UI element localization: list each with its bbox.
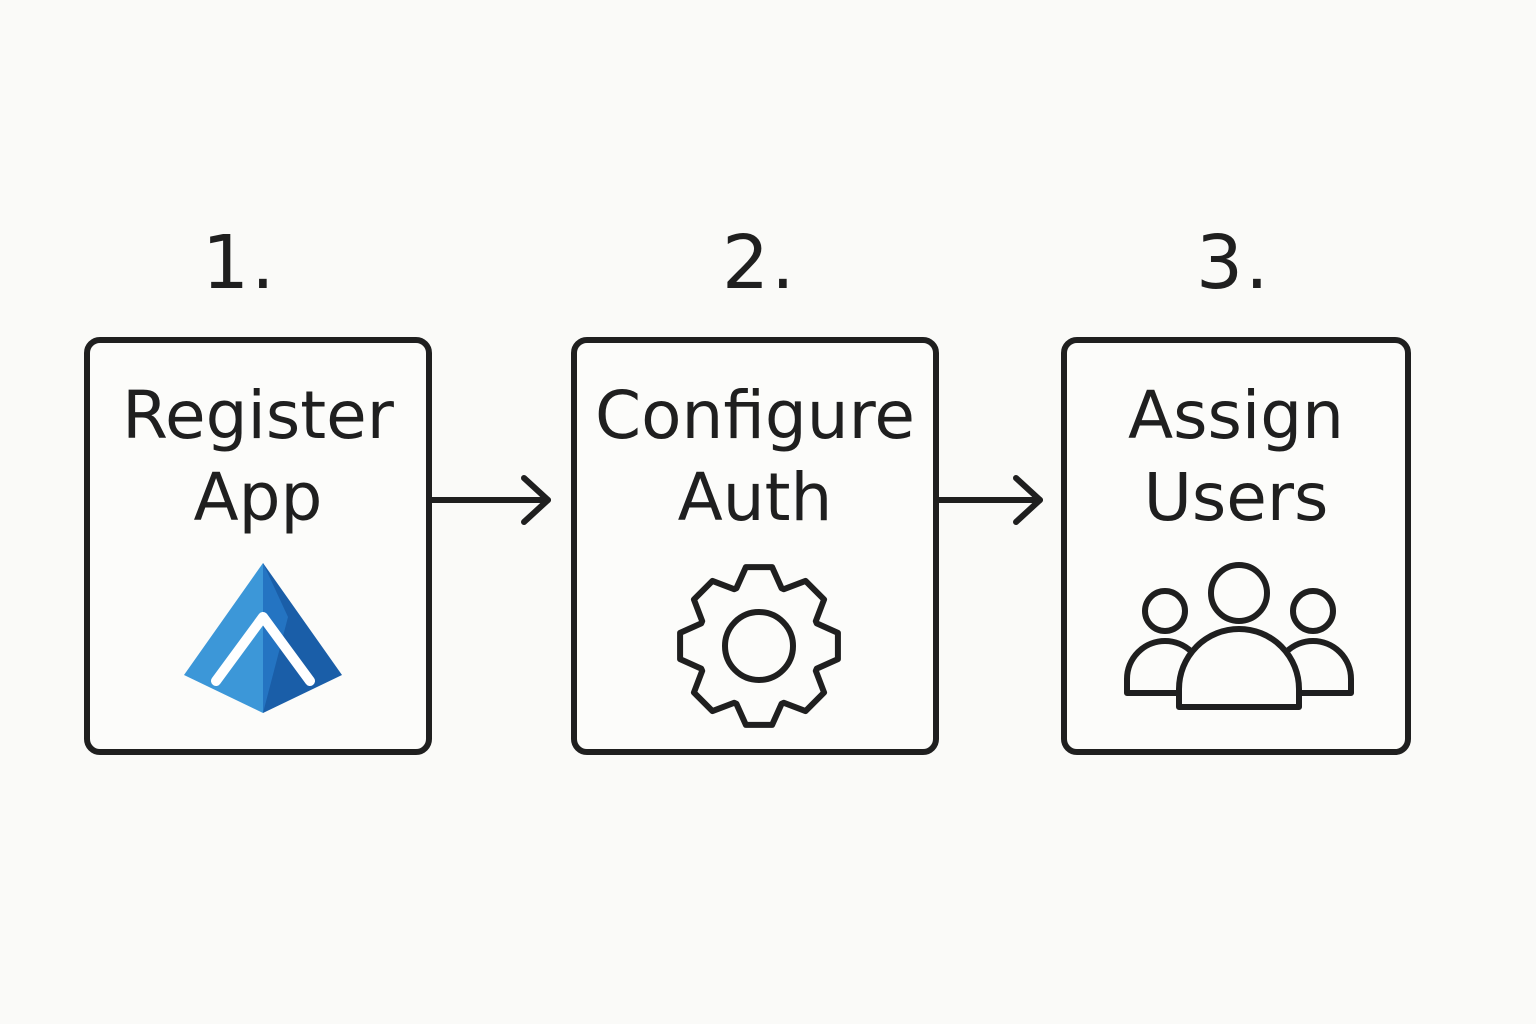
step-3-number: 3. [1196,220,1271,306]
step-3-box: Assign Users [1061,337,1411,755]
users-group-icon [1124,562,1354,710]
azure-app-registration-icon [184,563,342,713]
step-2-number: 2. [722,220,797,306]
step-2-label-line2: Auth [677,459,833,536]
arrow-step2-to-step3 [936,475,1043,525]
arrow-step1-to-step2 [430,475,551,525]
step-2-label-line1: Configure [595,377,915,454]
step-3-label-line2: Users [1143,459,1329,536]
step-1-label-line1: Register [122,377,394,454]
step-3-label-line1: Assign [1128,377,1344,454]
step-1-number: 1. [202,220,277,306]
step-1-label-line2: App [193,459,323,536]
gear-icon [677,564,841,728]
step-2-box: Configure Auth [571,337,939,755]
step-1-box: Register App [84,337,432,755]
